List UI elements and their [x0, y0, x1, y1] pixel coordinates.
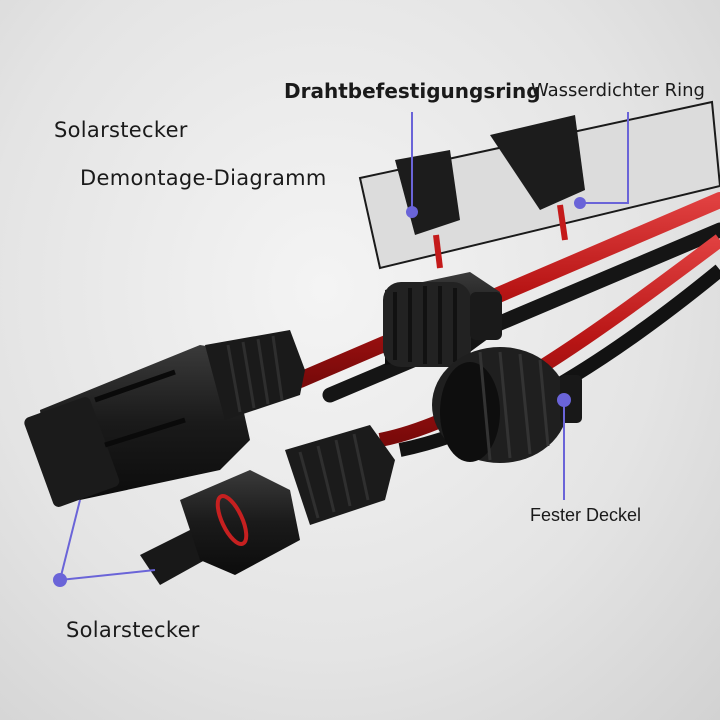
- screw-cap-lower-icon: [432, 347, 582, 463]
- label-drahtbefestigungsring: Drahtbefestigungsring: [284, 79, 541, 103]
- callout-dots: [53, 197, 586, 587]
- label-solarstecker-top: Solarstecker: [54, 118, 188, 142]
- inset-diagram-box: [358, 100, 720, 270]
- label-fester-deckel: Fester Deckel: [530, 505, 642, 525]
- screw-cap-upper-icon: [383, 272, 502, 367]
- male-connector-icon: [140, 425, 395, 585]
- label-wasserdichter-ring: Wasserdichter Ring: [531, 80, 705, 101]
- label-demontage-diagramm: Demontage-Diagramm: [80, 166, 327, 190]
- label-solarstecker-bottom: Solarstecker: [66, 618, 200, 642]
- female-connector-icon: [24, 330, 305, 507]
